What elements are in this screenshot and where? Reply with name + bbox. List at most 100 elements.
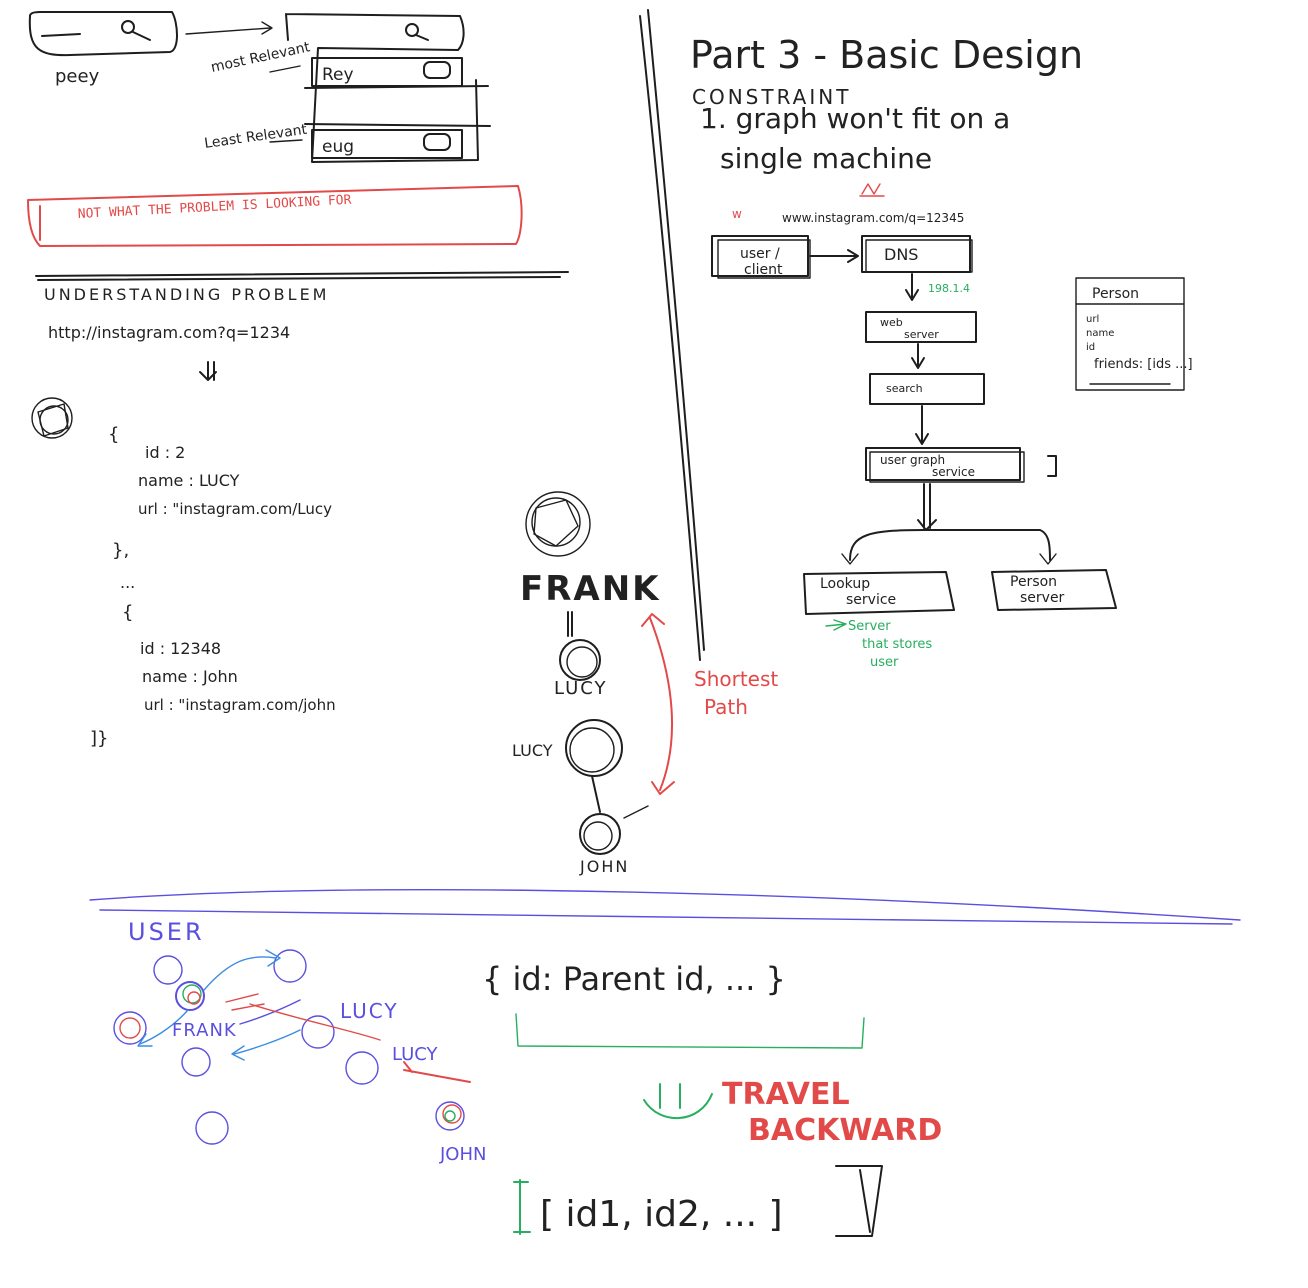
dns-box: DNS [861, 235, 973, 273]
down-arrow [199, 361, 217, 381]
lookup-service-box: Lookup service [803, 571, 955, 615]
constraint-line1: 1. graph won't fit on a [700, 102, 1010, 135]
person-server-line1: Person [1010, 574, 1057, 590]
lucy-label-2: LUCY [512, 741, 553, 760]
down-arrow [643, 1083, 713, 1120]
graph-node [195, 1111, 229, 1145]
dns-label: DNS [884, 245, 918, 264]
edge [567, 611, 573, 637]
person-card-title: Person [1092, 286, 1139, 302]
lucy-graph-label: LUCY [340, 999, 399, 1023]
result-row-bottom [311, 129, 463, 159]
lucy-id: id : 2 [145, 443, 185, 462]
lookup-note-line1: Server [848, 619, 891, 634]
parent-object: { id: Parent id, ... } [482, 960, 786, 998]
search-service-box: search [869, 373, 985, 405]
most-relevant-label: most Relevant [210, 39, 312, 76]
json-open-2: { [122, 602, 133, 623]
search-text-scribble [41, 33, 81, 37]
array-open-bracket [513, 1179, 531, 1235]
shortest-path-line2: Path [704, 695, 748, 719]
graph-node [181, 1047, 211, 1077]
web-server-line2: server [904, 328, 939, 341]
down-arrow [905, 273, 919, 301]
frank-node [525, 491, 591, 557]
constraints-label: CONSTRAINT [692, 85, 851, 109]
design-section: Part 3 - Basic Design CONSTRAINT 1. grap… [690, 33, 1193, 670]
graph-node [153, 955, 183, 985]
edge [591, 775, 601, 813]
fork-lines [849, 529, 1051, 561]
down-arrow [859, 183, 885, 197]
note-mark: w [732, 207, 742, 221]
ip-label: 198.1.4 [928, 282, 970, 295]
john-label: JOHN [579, 857, 629, 876]
search-bar-sketch [28, 11, 178, 57]
john-id: id : 12348 [140, 639, 221, 658]
user-graph-line2: service [932, 465, 975, 479]
user-graph-service-box: user graph service [865, 447, 1025, 483]
json-close: ]} [90, 728, 108, 749]
section-divider-blue [89, 889, 1241, 925]
john-url: url : "instagram.com/john [144, 696, 336, 714]
frank-graph-label: FRANK [172, 1020, 237, 1041]
graph-node [113, 1011, 147, 1045]
json-ellipsis: ... [120, 573, 135, 592]
frank-label: FRANK [520, 569, 661, 609]
web-server-box: web server [865, 311, 977, 343]
person-field-name: name [1086, 328, 1114, 339]
graph-node [301, 1015, 335, 1049]
person-card: Person url name id friends: [ids ...] [1075, 277, 1193, 391]
result-row-top [311, 57, 463, 87]
lookup-note-line3: user [870, 655, 899, 670]
graph-node [273, 949, 307, 983]
person-server-line2: server [1020, 590, 1065, 606]
bottom-section: USER FRANK LUCY LUCY [113, 918, 942, 1237]
result-top-label: Rey [322, 65, 354, 85]
search-service-label: search [886, 382, 923, 395]
lucy-url: url : "instagram.com/Lucy [138, 500, 332, 518]
lucy-node-2 [565, 719, 623, 777]
design-title: Part 3 - Basic Design [690, 33, 1083, 77]
user-heading: USER [128, 918, 205, 946]
lucy-graph-label-2: LUCY [392, 1044, 439, 1065]
search-ui-sketch: peey Rey eug most Relevant Least Relevan… [28, 11, 491, 163]
social-graph [113, 949, 471, 1145]
lookup-line2: service [846, 592, 896, 608]
user-client-line1: user / [740, 246, 780, 262]
graph-node [345, 1051, 379, 1085]
person-field-friends: friends: [ids ...] [1094, 357, 1193, 372]
array-close-bracket [835, 1165, 883, 1237]
understanding-section: UNDERSTANDING PROBLEM http://instagram.c… [31, 285, 336, 749]
design-url: www.instagram.com/q=12345 [782, 211, 964, 225]
down-arrow [917, 483, 937, 531]
graph-node [175, 981, 205, 1011]
avatar [423, 61, 451, 79]
down-arrow [911, 343, 925, 369]
bracket-mark [1047, 455, 1057, 477]
lucy-name: name : LUCY [138, 471, 240, 490]
search-query-label: peey [55, 66, 100, 87]
down-arrow [915, 405, 929, 445]
result-bottom-label: eug [322, 137, 354, 157]
john-node [579, 813, 621, 855]
search-icon [405, 23, 429, 41]
request-url: http://instagram.com?q=1234 [48, 323, 290, 342]
john-name: name : John [142, 667, 238, 686]
lucy-label: LUCY [554, 678, 608, 699]
user-client-box: user / client [711, 235, 811, 279]
json-open: { [108, 424, 119, 445]
section-divider [35, 271, 569, 281]
graph-node [435, 1101, 465, 1131]
user-client-line2: client [744, 262, 783, 278]
lucy-node [559, 639, 601, 681]
least-relevant-label: Least Relevant [203, 122, 308, 152]
user-graph-line1: user graph [880, 453, 945, 467]
lookup-line1: Lookup [820, 576, 870, 592]
shortest-path-arrow [649, 617, 674, 791]
search-icon [121, 20, 151, 41]
person-field-url: url [1086, 314, 1099, 325]
result-array: [ id1, id2, ... ] [540, 1194, 783, 1235]
arrow-right [185, 27, 271, 35]
